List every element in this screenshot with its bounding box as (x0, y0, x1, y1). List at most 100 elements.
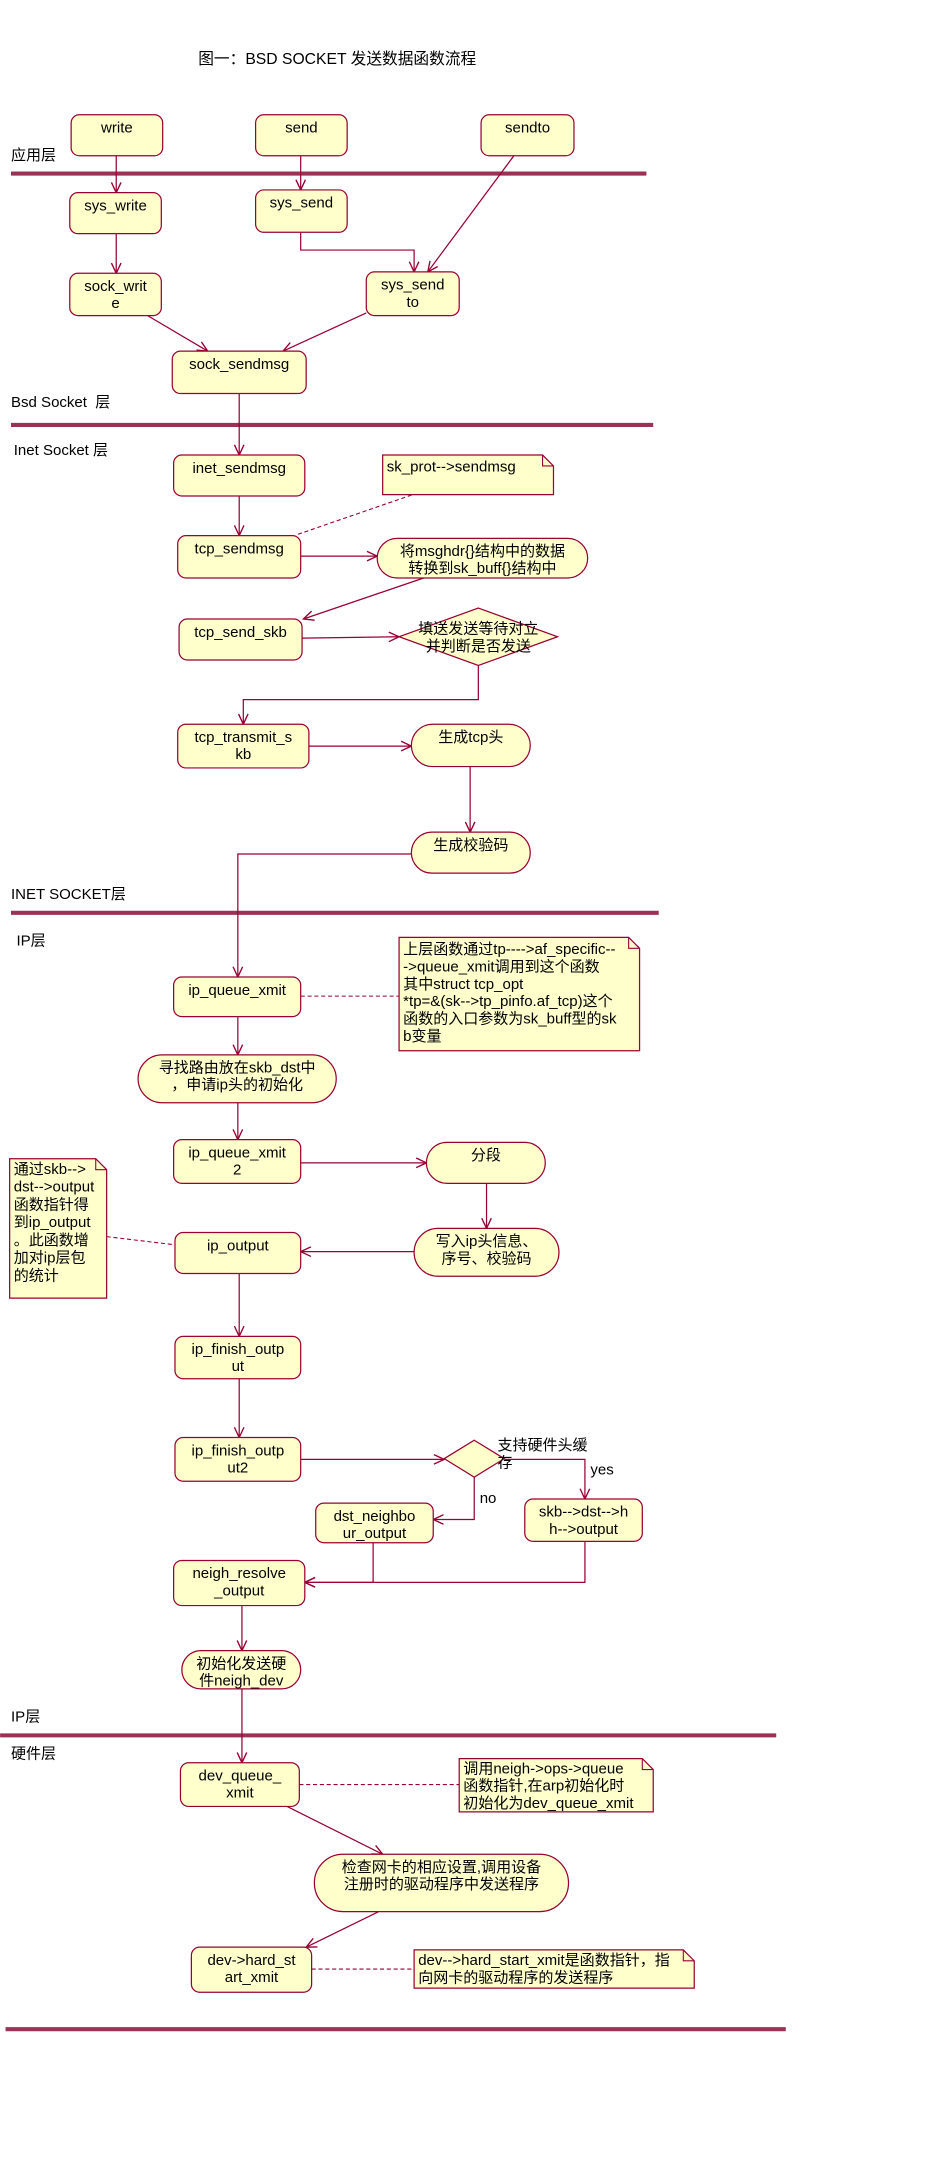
node-gen-tcp-header: 生成tcp头 (410, 723, 531, 768)
activity-box (315, 1502, 434, 1544)
note-fold-corner (641, 1758, 654, 1771)
flow-arrow-send-wait-decision-to-tcp-transmit-skb (237, 665, 479, 726)
layer-label-ip: IP层 (16, 933, 45, 950)
node-ip-finish-output: ip_finish_output (174, 1335, 302, 1380)
note-shape (458, 1757, 654, 1813)
note-fold-corner (95, 1158, 107, 1171)
node-label: 生成tcp头 (438, 729, 503, 746)
note-queue-xmit-call: 上层函数通过tp---->af_specific--->queue_xmit调用… (398, 936, 641, 1052)
node-sock-write: sock_write (69, 272, 162, 317)
node-label: 序号、校验码 (441, 1250, 531, 1267)
note-text-line: 函数指针得 (14, 1196, 89, 1213)
note-fold-corner (682, 1949, 695, 1962)
node-label: art_xmit (225, 1969, 279, 1986)
flow-arrow-tcp-send-skb-to-send-wait-decision (302, 631, 401, 643)
note-link-ip-output-note-ip-output (106, 1236, 176, 1246)
node-label: xmit (226, 1785, 254, 1802)
node-label: ut2 (227, 1459, 248, 1476)
note-ip-output-note: 通过skb-->dst-->output函数指针得到ip_output。此函数增… (9, 1158, 108, 1299)
node-label: dst_neighbo (334, 1508, 416, 1525)
note-link-tcp-sendmsg-sk-prot (297, 494, 413, 535)
note-text-line: 通过skb--> (14, 1161, 86, 1178)
activity-box (480, 114, 575, 157)
node-sock-sendmsg: sock_sendmsg (171, 350, 307, 395)
note-shape (413, 1949, 695, 1989)
node-sys-send: sys_send (254, 189, 348, 233)
node-label: to (406, 294, 419, 311)
flow-arrow-skb-dst-hh-output-to-neigh-resolve-output (303, 1541, 586, 1588)
node-label: tcp_sendmsg (195, 540, 284, 557)
note-text-line: 加对ip层包 (14, 1250, 86, 1267)
activity-box (69, 192, 162, 235)
note-text-line: *tp=&(sk-->tp_pinfo.af_tcp)这个 (403, 993, 612, 1010)
annotation-notes: sk_prot-->sendmsg 上层函数通过tp---->af_specifi… (9, 454, 695, 1989)
node-label: sys_send (381, 277, 444, 294)
note-hard-start-note: dev-->hard_start_xmit是函数指针，指向网卡的驱动程序的发送程… (413, 1949, 695, 1989)
flow-arrow-hw-header-cache-to-dst-neighbour-output (431, 1477, 475, 1525)
flow-arrow-check-nic-to-dev-hard-start-xmit (304, 1911, 379, 1948)
node-write: write (70, 114, 164, 157)
note-sk-prot: sk_prot-->sendmsg (382, 454, 555, 496)
activity-oval (376, 537, 589, 579)
node-label: 注册时的驱动程序中发送程序 (344, 1876, 539, 1893)
activity-oval (313, 1853, 570, 1913)
node-label: inet_sendmsg (192, 460, 286, 477)
node-tcp-send-skb: tcp_send_skb (178, 618, 303, 661)
activity-box (70, 114, 164, 157)
node-sys-write: sys_write (69, 192, 162, 235)
node-label: 转换到sk_buff{}结构中 (408, 560, 556, 577)
node-write-ip-header: 写入ip头信息、序号、校验码 (413, 1227, 560, 1277)
node-label: 分段 (471, 1147, 501, 1164)
node-label: e (111, 295, 119, 312)
decision-diamond (397, 607, 560, 667)
node-label: sys_send (270, 195, 333, 212)
edge-label-yes: yes (590, 1461, 613, 1478)
flow-arrow-dev-queue-xmit-to-check-nic (286, 1805, 385, 1855)
node-find-route: 寻找路由放在skb_dst中，申请ip头的初始化 (137, 1054, 337, 1104)
flow-arrow-sys-send-to-sys-sendto (300, 232, 420, 274)
edge-label-no: no (480, 1490, 497, 1507)
layer-labels: 应用层 Bsd Socket 层 Inet Socket 层 INET SOCK… (11, 146, 126, 1763)
node-gen-checksum: 生成校验码 (410, 831, 531, 874)
layer-label-bsd-socket: Bsd Socket 层 (11, 394, 110, 411)
node-neigh-resolve-output: neigh_resolve_output (173, 1559, 306, 1607)
note-shape (382, 454, 555, 496)
activity-oval (413, 1227, 560, 1277)
node-tcp-sendmsg: tcp_sendmsg (177, 535, 302, 579)
activity-oval (410, 831, 531, 874)
note-text-line: 的统计 (14, 1267, 59, 1284)
note-fold-corner (542, 455, 554, 467)
note-text-line: b变量 (403, 1028, 441, 1045)
activity-oval (410, 723, 531, 768)
note-text-line: ->queue_xmit调用到这个函数 (403, 958, 600, 975)
note-text-line: 向网卡的驱动程序的发送程序 (418, 1970, 613, 1987)
node-dev-queue-xmit: dev_queue_xmit (179, 1762, 300, 1808)
node-dev-hard-start-xmit: dev->hard_start_xmit (190, 1946, 313, 1993)
flow-arrow-gen-checksum-to-ip-queue-xmit (232, 853, 412, 979)
note-text-line: 其中struct tcp_opt (403, 976, 524, 993)
flow-arrow-dst-neighbour-output-to-neigh-resolve-output (303, 1542, 374, 1588)
layer-separators (0, 171, 786, 2032)
node-label: neigh_resolve (192, 1565, 286, 1582)
node-label: sock_writ (84, 278, 147, 295)
layer-label-hardware: 硬件层 (11, 1746, 56, 1763)
node-label: write (100, 120, 133, 137)
note-text-line: 。此函数增 (14, 1232, 89, 1249)
flow-arrows (106, 155, 591, 1970)
node-label: send (285, 120, 318, 137)
node-tcp-transmit-skb: tcp_transmit_skb (177, 723, 310, 769)
activity-box (174, 1335, 302, 1380)
hw-cache-question-line: 存 (497, 1455, 512, 1472)
node-label: ip_queue_xmit (188, 982, 286, 999)
activity-box (177, 723, 310, 769)
node-sys-sendto: sys_sendto (365, 271, 460, 317)
node-label: tcp_transmit_s (194, 729, 292, 746)
note-shape (398, 936, 641, 1052)
node-label: ur_output (343, 1525, 407, 1542)
node-label: sendto (505, 120, 550, 137)
